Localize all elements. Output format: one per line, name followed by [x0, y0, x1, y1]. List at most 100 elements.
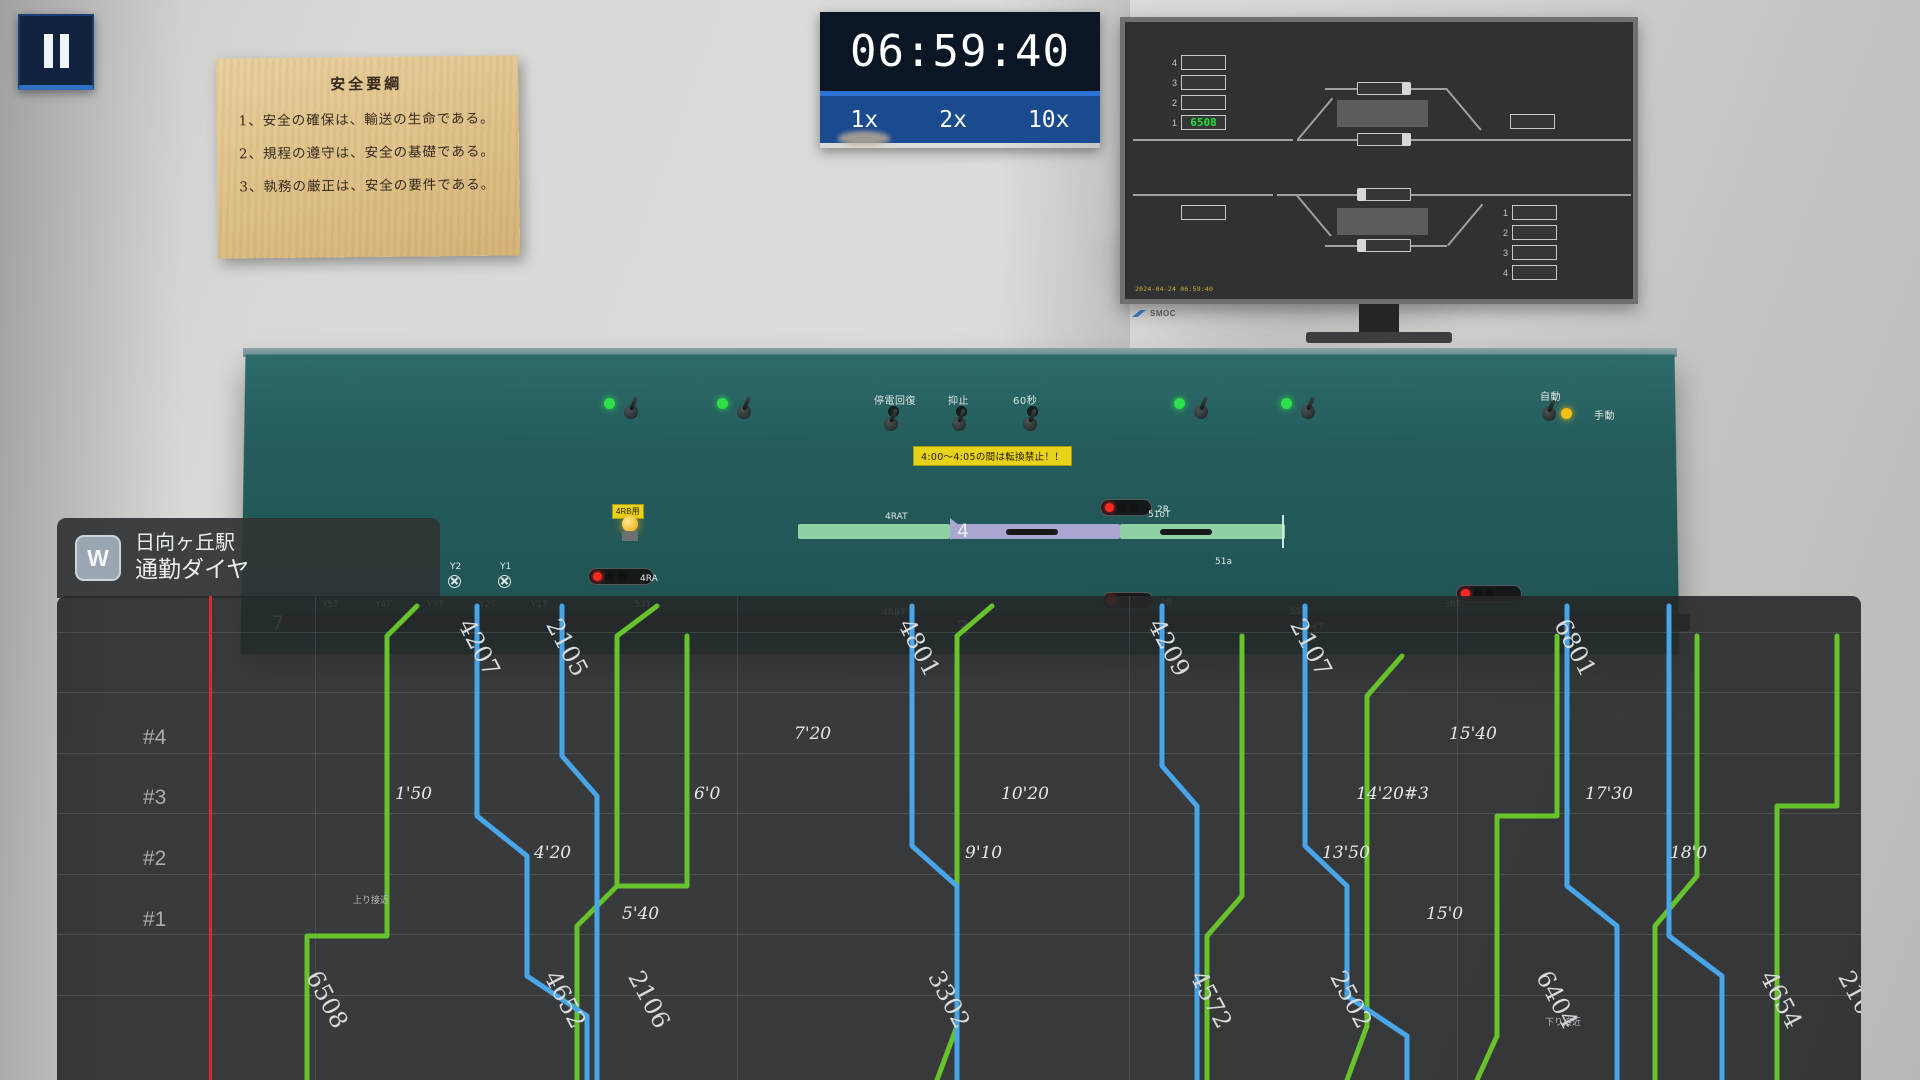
- speed-10x-button[interactable]: 10x: [1027, 106, 1070, 133]
- brand-swoosh-icon: [1132, 310, 1146, 317]
- monitor-upper-slot-num-3: 3: [1172, 78, 1178, 88]
- monitor-brand-logo: SMOC: [1132, 309, 1176, 318]
- monitor-lower-slot-num-3: 3: [1503, 248, 1509, 258]
- pause-icon: [43, 33, 69, 68]
- diagram-track-row-1: #1: [143, 908, 167, 931]
- brand-text: SMOC: [1150, 309, 1176, 318]
- panel-label-blackout-recovery: 停電回復: [874, 396, 916, 407]
- time-note-4-20: 4'20: [534, 843, 572, 863]
- monitor-platform-lower: [1337, 208, 1428, 235]
- board-platform-digit-4: 4: [957, 520, 970, 542]
- diagram-track-row-2: #2: [143, 847, 167, 870]
- signal-name-4RA: 4RA: [640, 574, 658, 584]
- board-marker-Y1[interactable]: [498, 575, 511, 588]
- board-label-Y2: Y2: [450, 562, 462, 572]
- diagram-track-row-3: #3: [143, 786, 167, 809]
- wall-monitor: 4 3 2 1 6508: [1120, 17, 1638, 343]
- monitor-train-lower-b: [1357, 239, 1411, 252]
- time-note-17-30: 17'30: [1585, 784, 1633, 804]
- panel-switch-60s[interactable]: [1023, 408, 1038, 431]
- grid-line-v: [1457, 596, 1458, 1080]
- shortcut-key-badge[interactable]: W: [75, 535, 121, 581]
- panel-switch-auto-manual[interactable]: [1542, 398, 1557, 421]
- panel-label-auto: 自動: [1540, 392, 1561, 403]
- board-track-4RAT-left: [798, 524, 950, 539]
- panel-label-manual: 手動: [1594, 411, 1615, 422]
- time-note-13-50: 13'50: [1322, 843, 1370, 863]
- time-note-1-50: 1'50: [395, 784, 433, 804]
- board-label-51oT: 51oT: [1148, 510, 1171, 520]
- panel-lamp-4: [1281, 398, 1292, 409]
- panel-switch-2[interactable]: [737, 396, 752, 419]
- monitor-lower-slot-num-4: 4: [1503, 268, 1509, 278]
- speed-2x-button[interactable]: 2x: [939, 106, 967, 133]
- panel-lamp-auto-manual: [1561, 408, 1572, 419]
- panel-lamp-1: [604, 398, 615, 409]
- board-label-Y1: Y1: [500, 562, 512, 572]
- diagram-header: W 日向ヶ丘駅 通勤ダイヤ: [57, 518, 440, 598]
- train-diagram-overlay[interactable]: #4 #3 #2 #1: [57, 596, 1861, 1080]
- monitor-stand-neck: [1359, 304, 1399, 336]
- monitor-train-upper-b: [1357, 133, 1411, 146]
- signal-head-4RA[interactable]: [588, 568, 654, 585]
- panel-label-hold: 抑止: [948, 396, 969, 407]
- monitor-upper-slot-num-4: 4: [1172, 58, 1178, 68]
- time-note-7-20: 7'20: [794, 724, 832, 744]
- monitor-train-lower-a: [1357, 188, 1411, 201]
- time-note-10-20: 10'20: [1001, 784, 1049, 804]
- panel-warning-banner: 4:00〜4:05の間は転換禁止！！: [913, 446, 1073, 466]
- monitor-platform-upper: [1337, 100, 1428, 127]
- panel-switch-1[interactable]: [624, 396, 639, 419]
- monitor-upper-slot-2: [1181, 95, 1226, 110]
- monitor-lower-slot-3: [1512, 245, 1557, 260]
- monitor-lower-slot-2: [1512, 225, 1557, 240]
- diagram-title: 日向ヶ丘駅 通勤ダイヤ: [135, 530, 249, 585]
- monitor-upper-slot-num-2: 2: [1172, 98, 1178, 108]
- monitor-lower-slot-1: [1512, 205, 1557, 220]
- pause-button[interactable]: [18, 14, 94, 90]
- diagram-note-down-approach: 下り接近: [1545, 1018, 1582, 1028]
- safety-notice-line-2: 2、規程の遵守は、安全の基礎である。: [238, 143, 496, 163]
- time-note-14-20-3: 14'20#3: [1356, 784, 1429, 804]
- signal-head-2R[interactable]: [1100, 499, 1152, 516]
- clock-time: 06:59:40: [820, 12, 1100, 96]
- grid-line-v: [315, 596, 316, 1080]
- panel-switch-4[interactable]: [1301, 396, 1316, 419]
- panel-switch-hold[interactable]: [952, 408, 967, 431]
- diagram-note-up-approach: 上り接近: [353, 896, 390, 906]
- board-marker-Y2[interactable]: [448, 575, 461, 588]
- diagram-subtitle: 通勤ダイヤ: [135, 557, 250, 584]
- safety-notice-title: 安全要綱: [330, 74, 403, 94]
- monitor-bezel: 4 3 2 1 6508: [1120, 17, 1638, 304]
- board-buffer-stop: [1282, 515, 1284, 548]
- safety-notice-board: 安全要綱 1、安全の確保は、輸送の生命である。 2、規程の遵守は、安全の基礎であ…: [215, 55, 521, 259]
- monitor-lower-slot-4: [1512, 265, 1557, 280]
- monitor-lower-left-box: [1181, 205, 1226, 220]
- time-note-9-10: 9'10: [965, 843, 1003, 863]
- monitor-timestamp: 2024-04-24 06:59:40: [1135, 285, 1214, 293]
- monitor-screen: 4 3 2 1 6508: [1125, 22, 1633, 299]
- safety-notice-line-1: 1、安全の確保は、輸送の生命である。: [238, 110, 495, 130]
- time-note-15-0: 15'0: [1426, 904, 1464, 924]
- current-time-marker: [209, 596, 212, 1080]
- dwarf-signal-base: [622, 531, 638, 541]
- monitor-upper-slot-4: [1181, 55, 1226, 70]
- train-run-lines: [304, 603, 1840, 1080]
- monitor-upper-right-box: [1510, 114, 1555, 129]
- panel-lamp-3: [1174, 398, 1185, 409]
- monitor-lower-slot-num-2: 2: [1503, 228, 1509, 238]
- diagram-station-name: 日向ヶ丘駅: [135, 530, 235, 555]
- panel-switch-blackout-recovery[interactable]: [884, 408, 899, 431]
- monitor-stand-base: [1306, 332, 1452, 343]
- time-note-18-0: 18'0: [1670, 843, 1708, 863]
- dwarf-signal-lamp[interactable]: [622, 516, 638, 532]
- board-label-4RAT: 4RAT: [885, 512, 908, 522]
- panel-switch-3[interactable]: [1194, 396, 1209, 419]
- safety-notice-line-3: 3、執務の厳正は、安全の要件である。: [239, 176, 496, 196]
- monitor-upper-slot-3: [1181, 75, 1226, 90]
- time-note-15-40: 15'40: [1449, 724, 1497, 744]
- speed-1x-button[interactable]: 1x: [845, 107, 885, 133]
- monitor-upper-slot-1: 6508: [1181, 115, 1226, 130]
- grid-line-v: [1129, 596, 1130, 1080]
